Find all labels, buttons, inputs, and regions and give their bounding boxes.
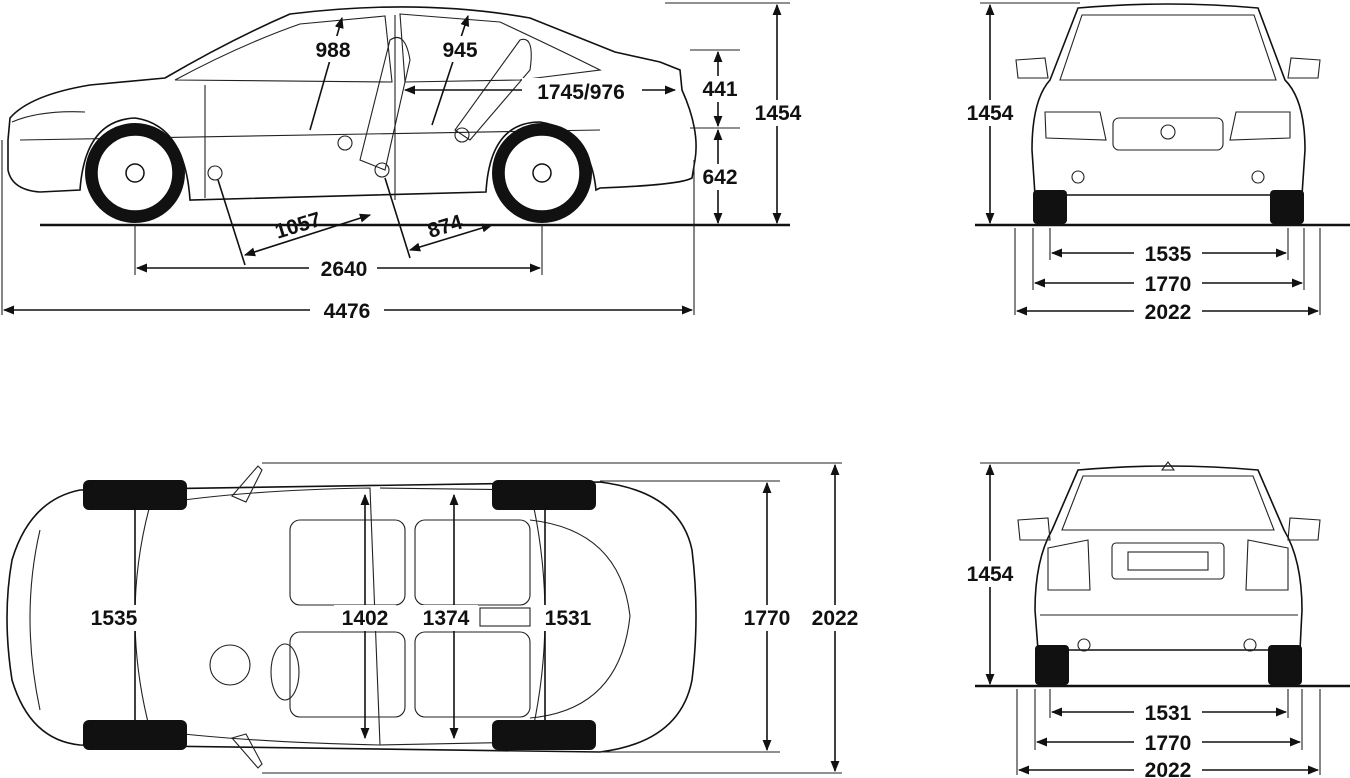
label-height: 1454	[755, 102, 802, 125]
front-label-width-mirrors: 2022	[1145, 301, 1192, 324]
side-front-wheel	[85, 123, 185, 223]
top-label-width-mirrors: 2022	[812, 607, 859, 630]
front-car-body	[1031, 3, 1306, 196]
rear-view: 1454 1531 1770 2022	[958, 461, 1350, 778]
top-view: 1535 1402 1374 1531 1770 2022	[6, 462, 867, 774]
label-wheelbase: 2640	[321, 258, 368, 281]
rear-label-height: 1454	[967, 563, 1014, 586]
label-cargo-length: 1745/976	[537, 81, 625, 104]
top-label-shoulder-rear: 1374	[423, 607, 470, 630]
label-trunk-height: 441	[702, 78, 737, 101]
label-headroom-rear: 945	[442, 39, 477, 62]
top-label-shoulder-front: 1402	[342, 607, 389, 630]
rear-label-track: 1531	[1145, 702, 1192, 725]
label-headroom-front: 988	[315, 39, 350, 62]
front-label-height: 1454	[967, 102, 1014, 125]
top-label-track-rear: 1531	[545, 607, 592, 630]
front-label-track: 1535	[1145, 243, 1192, 266]
top-label-track-front: 1535	[91, 607, 138, 630]
rear-car-body	[1034, 465, 1303, 651]
top-label-width: 1770	[744, 607, 791, 630]
side-view: 988 945 1057 874 1745/976 2640 4476 441 …	[1, 2, 808, 324]
front-label-width: 1770	[1145, 273, 1192, 296]
rear-label-width-mirrors: 2022	[1145, 759, 1192, 778]
label-lift-height: 642	[702, 166, 737, 189]
label-length: 4476	[324, 300, 371, 323]
rear-label-width: 1770	[1145, 732, 1192, 755]
label-legroom-rear: 874	[425, 211, 466, 243]
side-rear-wheel	[492, 123, 592, 223]
front-view: 1454 1535 1770 2022	[958, 2, 1350, 324]
